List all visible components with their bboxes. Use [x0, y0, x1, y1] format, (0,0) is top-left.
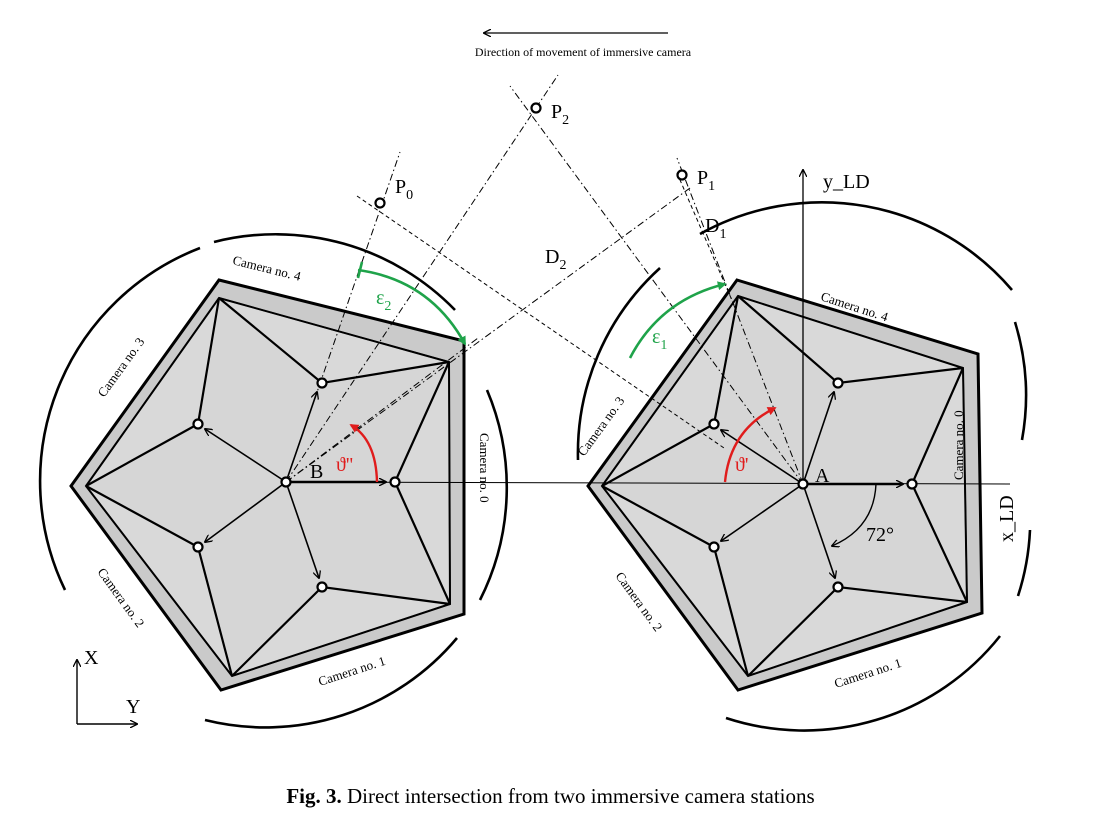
x-ld-label: x_LD — [996, 495, 1018, 542]
right-camera-1-label: Camera no. 1 — [832, 655, 903, 691]
intersection-figure: Direction of movement of immersive camer… — [38, 0, 1032, 732]
label-72: 72° — [866, 524, 894, 546]
caption-label: Fig. 3. — [286, 784, 342, 808]
y-ld-label: y_LD — [823, 171, 870, 193]
direction-label: Direction of movement of immersive camer… — [475, 45, 692, 59]
theta-a-arc — [723, 406, 777, 483]
baseline — [285, 481, 1011, 485]
ray-b-p2 — [285, 74, 559, 483]
label-p2: P2 — [551, 101, 569, 128]
left-station-circle-right — [478, 389, 509, 601]
theta-b-arc — [349, 423, 379, 483]
point-p0 — [374, 197, 386, 209]
station-a-center — [797, 478, 809, 490]
label-d1: D1 — [705, 215, 726, 242]
caption-text: Direct intersection from two immersive c… — [346, 784, 815, 808]
ray-b-far — [285, 187, 691, 483]
right-station-circle-right — [1013, 321, 1028, 441]
left-station-circle-top — [213, 232, 456, 311]
right-station — [586, 278, 984, 692]
global-y-label: Y — [126, 696, 140, 718]
eps2-arc — [357, 268, 467, 346]
right-station-circle-right-lower — [1016, 529, 1032, 597]
point-p1 — [676, 169, 688, 181]
left-station-circle-left — [38, 246, 201, 591]
label-a: A — [815, 465, 830, 487]
point-p2 — [530, 102, 542, 114]
label-eps1: ε1 — [652, 326, 667, 353]
right-station-circle-left — [576, 267, 661, 461]
ray-a-p1 — [676, 157, 804, 485]
eps1-arc — [628, 281, 727, 359]
station-b-center — [280, 476, 292, 488]
left-station-circle-bottom — [204, 637, 458, 729]
label-p1: P1 — [697, 167, 715, 194]
label-theta-a: ϑ' — [735, 454, 749, 476]
left-station — [69, 278, 466, 692]
right-camera-0-label: Camera no. 0 — [951, 410, 966, 480]
ray-b-eps2 — [285, 337, 479, 483]
label-theta-b: ϑ'' — [336, 454, 353, 476]
label-eps2: ε2 — [376, 287, 391, 314]
left-camera-4-label: Camera no. 4 — [231, 252, 303, 284]
label-d2: D2 — [545, 246, 566, 273]
ray-a-p2 — [509, 85, 804, 485]
right-station-circle-bottom — [725, 635, 1002, 732]
global-x-label: X — [84, 647, 99, 669]
right-station-circle-top — [699, 200, 1013, 291]
left-camera-0-label: Camera no. 0 — [477, 433, 492, 503]
label-b: B — [310, 461, 323, 483]
figure-caption: Fig. 3. Direct intersection from two imm… — [0, 784, 1101, 809]
label-p0: P0 — [395, 176, 413, 203]
angle-72-arc — [832, 483, 877, 546]
